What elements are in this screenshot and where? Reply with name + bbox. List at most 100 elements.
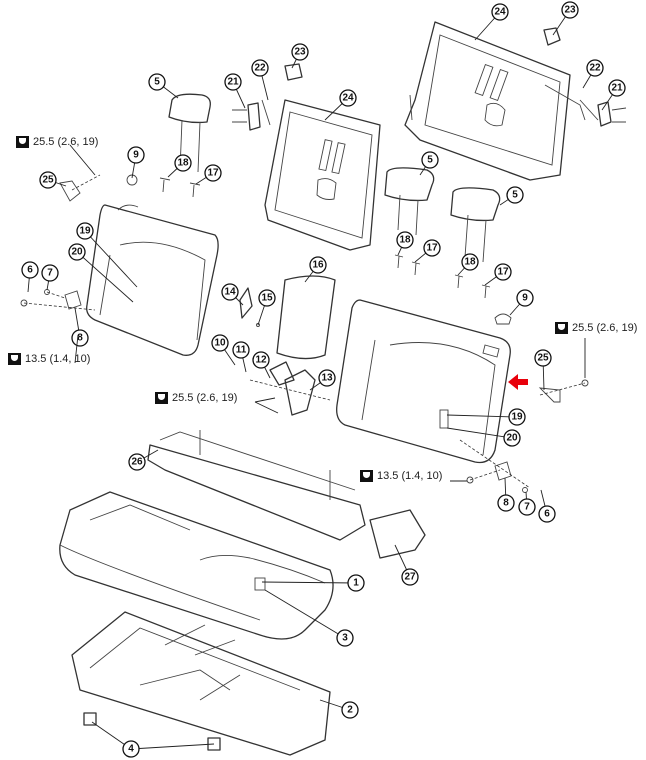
callout-5: 5 xyxy=(499,186,524,206)
callout-7: 7 xyxy=(41,264,59,291)
callout-22: 22 xyxy=(251,59,269,101)
callout-17: 17 xyxy=(484,263,512,286)
torque-value: 13.5 (1.4, 10) xyxy=(377,470,443,482)
callout-circle xyxy=(497,494,515,512)
callout-circle xyxy=(341,701,359,719)
callout-number: 21 xyxy=(611,83,623,94)
callout-1: 1 xyxy=(261,574,365,592)
torque-spec: 13.5 (1.4, 10) xyxy=(8,353,90,365)
callout-number: 5 xyxy=(512,190,518,201)
headrest xyxy=(384,167,435,236)
callout-number: 18 xyxy=(177,158,189,169)
callout-number: 20 xyxy=(71,247,83,258)
callout-number: 23 xyxy=(564,5,576,16)
callout-circle xyxy=(491,3,509,21)
callout-7: 7 xyxy=(518,491,536,516)
side-bracket xyxy=(369,509,426,559)
left-hinge-bracket xyxy=(247,102,261,131)
torque-value: 25.5 (2.6, 19) xyxy=(172,392,238,404)
callout-12: 12 xyxy=(252,351,271,379)
torque-spec: 25.5 (2.6, 19) xyxy=(555,322,637,334)
callout-15: 15 xyxy=(257,289,276,326)
callout-number: 16 xyxy=(312,260,324,271)
callout-number: 6 xyxy=(544,509,550,520)
leader-line xyxy=(84,230,138,288)
seat-cushion xyxy=(59,491,334,640)
callout-21: 21 xyxy=(601,79,626,111)
callout-24: 24 xyxy=(324,89,357,121)
torque-wrench-icon xyxy=(360,470,373,482)
callout-10: 10 xyxy=(211,334,236,366)
callout-number: 26 xyxy=(131,457,143,468)
callout-number: 25 xyxy=(537,353,549,364)
callout-number: 7 xyxy=(524,502,530,513)
callout-17: 17 xyxy=(195,164,222,185)
callout-circle xyxy=(538,505,556,523)
armrest xyxy=(276,275,336,360)
callout-number: 18 xyxy=(399,235,411,246)
leader-line xyxy=(76,251,134,303)
callout-19: 19 xyxy=(76,222,138,288)
callout-circle xyxy=(608,79,626,97)
callout-circle xyxy=(336,629,354,647)
callout-number: 6 xyxy=(27,265,33,276)
callout-number: 17 xyxy=(207,168,219,179)
torque-spec: 13.5 (1.4, 10) xyxy=(360,470,442,482)
callout-8: 8 xyxy=(497,477,515,512)
torque-spec: 25.5 (2.6, 19) xyxy=(16,136,98,148)
headrest xyxy=(450,187,501,263)
callout-circle xyxy=(148,73,166,91)
callout-circle xyxy=(122,740,140,758)
callout-circle xyxy=(347,574,365,592)
right-hinge-bracket xyxy=(597,101,612,127)
callout-number: 23 xyxy=(294,47,306,58)
callout-circle xyxy=(21,261,39,279)
callout-number: 24 xyxy=(342,93,354,104)
callout-circle xyxy=(41,264,59,282)
callout-number: 19 xyxy=(79,226,91,237)
callout-number: 21 xyxy=(227,77,239,88)
callout-circle xyxy=(561,1,579,19)
callout-18: 18 xyxy=(167,154,192,178)
callout-27: 27 xyxy=(394,544,419,586)
callout-number: 24 xyxy=(494,7,506,18)
callout-circle xyxy=(586,59,604,77)
callout-number: 5 xyxy=(427,155,433,166)
callout-25: 25 xyxy=(534,349,552,391)
callout-number: 7 xyxy=(47,268,53,279)
callout-9: 9 xyxy=(509,289,534,316)
callout-21: 21 xyxy=(224,73,246,109)
callout-number: 8 xyxy=(77,333,83,344)
callout-number: 2 xyxy=(347,705,353,716)
callout-23: 23 xyxy=(552,1,579,36)
callout-18: 18 xyxy=(396,231,414,256)
callout-circle xyxy=(401,568,419,586)
callout-number: 11 xyxy=(236,345,247,356)
callout-8: 8 xyxy=(71,307,89,347)
callout-number: 13 xyxy=(321,373,333,384)
callout-number: 8 xyxy=(503,498,509,509)
leader-line xyxy=(264,589,346,639)
left-seatback-frame xyxy=(264,99,381,251)
torque-spec: 25.5 (2.6, 19) xyxy=(155,392,237,404)
torque-value: 13.5 (1.4, 10) xyxy=(25,353,91,365)
callout-circle xyxy=(39,171,57,189)
callout-circle xyxy=(518,498,536,516)
fasteners xyxy=(20,174,589,493)
callout-14: 14 xyxy=(221,283,244,306)
callout-number: 17 xyxy=(497,267,509,278)
callout-23: 23 xyxy=(291,43,309,69)
callout-number: 12 xyxy=(255,355,267,366)
callout-9: 9 xyxy=(127,146,145,179)
callout-2: 2 xyxy=(319,699,359,719)
callout-number: 25 xyxy=(42,175,54,186)
torque-wrench-icon xyxy=(155,392,168,404)
torque-wrench-icon xyxy=(16,136,29,148)
callout-number: 4 xyxy=(128,744,134,755)
callout-number: 22 xyxy=(589,63,601,74)
arrow-left-icon xyxy=(508,374,528,390)
callout-6: 6 xyxy=(538,489,556,523)
leader-line xyxy=(130,743,215,750)
leader-line xyxy=(261,581,357,584)
